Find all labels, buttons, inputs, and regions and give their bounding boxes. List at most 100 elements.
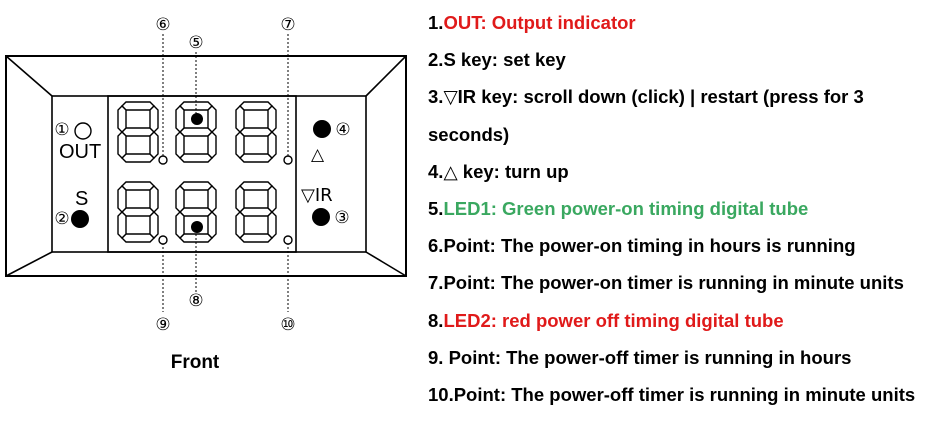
digit-segment: [239, 101, 273, 111]
marker-9: ⑨: [155, 315, 170, 335]
legend-text: △ key: turn up: [443, 160, 569, 182]
seven-segment-digit: [235, 101, 277, 163]
outer-housing: [5, 55, 407, 277]
digit-segment: [149, 131, 159, 159]
digit-segment: [121, 153, 155, 163]
front-panel-diagram: OUT S △ ▽IR ① ② ③ ④ ⑤ ⑥ ⑦ ⑧ ⑨ ⑩: [5, 15, 407, 335]
legend-item: 6.Point: The power-on timing in hours is…: [428, 227, 950, 264]
digit-segment: [175, 131, 185, 159]
digit-group: [117, 101, 277, 243]
marker-8: ⑧: [188, 291, 203, 311]
digit-segment: [121, 207, 155, 217]
legend-number: 10.: [428, 384, 454, 406]
legend-text: Point: The power-off timer is running in…: [448, 346, 852, 368]
digit-segment: [179, 153, 213, 163]
digit-segment: [267, 211, 277, 239]
digit-segment: [121, 181, 155, 191]
digit-segment: [239, 207, 273, 217]
point-indicator-10: [283, 235, 293, 245]
digit-segment: [207, 105, 217, 133]
digit-segment: [149, 211, 159, 239]
marker-3: ③: [334, 208, 349, 228]
digit-segment: [235, 105, 245, 133]
digit-segment: [117, 211, 127, 239]
legend-number: 9.: [428, 346, 449, 368]
led1-green-dot: [191, 113, 203, 125]
digit-segment: [175, 105, 185, 133]
front-caption: Front: [170, 352, 220, 373]
legend-number: 2.: [428, 49, 444, 71]
legend-number: 8.: [428, 309, 444, 331]
bezel-line: [5, 55, 53, 97]
legend-highlight: LED1: Green power-on timing digital tube: [443, 198, 809, 220]
digit-segment: [175, 211, 185, 239]
legend-item: 1.OUT: Output indicator: [428, 4, 950, 41]
digit-segment: [207, 211, 217, 239]
digit-segment: [121, 233, 155, 243]
up-key-label: △: [311, 145, 325, 165]
legend-text: S key: set key: [443, 49, 566, 71]
marker-1: ①: [54, 120, 69, 140]
legend-number: 1.: [428, 12, 444, 33]
bezel-line: [5, 251, 53, 277]
seven-segment-digit: [175, 101, 217, 163]
seven-segment-digit: [175, 181, 217, 243]
legend-text: Point: The power-off timer is running in…: [453, 384, 916, 406]
digit-segment: [239, 127, 273, 137]
out-label: OUT: [59, 141, 101, 163]
marker-7: ⑦: [280, 15, 295, 35]
legend-number: 7.: [428, 272, 444, 294]
digit-segment: [235, 131, 245, 159]
legend-item: 10.Point: The power-off timer is running…: [428, 376, 950, 413]
legend-item: 2.S key: set key: [428, 41, 950, 78]
legend-number: 5.: [428, 198, 444, 220]
legend-item: 8.LED2: red power off timing digital tub…: [428, 302, 950, 339]
digit-segment: [117, 185, 127, 213]
marker-4: ④: [335, 120, 350, 140]
legend-highlight: OUT: Output indicator: [443, 12, 636, 33]
s-key-button[interactable]: [71, 210, 89, 228]
digit-segment: [235, 185, 245, 213]
digit-segment: [267, 185, 277, 213]
digit-segment: [235, 211, 245, 239]
digit-segment: [121, 127, 155, 137]
seven-segment-digit: [117, 181, 159, 243]
point-indicator-6: [158, 155, 168, 165]
led2-red-dot: [191, 221, 203, 233]
digit-segment: [239, 181, 273, 191]
display-area: [107, 95, 297, 253]
s-key-label: S: [75, 188, 88, 210]
marker-5: ⑤: [188, 33, 203, 53]
digit-segment: [117, 105, 127, 133]
seven-segment-digit: [235, 181, 277, 243]
up-key-button[interactable]: [313, 120, 331, 138]
digit-segment: [149, 105, 159, 133]
legend-item: 3.▽IR key: scroll down (click) | restart…: [428, 78, 950, 152]
digit-segment: [117, 131, 127, 159]
legend-item: 9. Point: The power-off timer is running…: [428, 339, 950, 376]
digit-segment: [175, 185, 185, 213]
legend-text: ▽IR key: scroll down (click) | restart (…: [428, 86, 864, 145]
legend-item: 5.LED1: Green power-on timing digital tu…: [428, 190, 950, 227]
marker-6: ⑥: [155, 15, 170, 35]
down-ir-key-button[interactable]: [312, 208, 330, 226]
legend-text: Point: The power-on timer is running in …: [443, 272, 904, 294]
legend-item: 7.Point: The power-on timer is running i…: [428, 264, 950, 301]
digit-segment: [267, 131, 277, 159]
digit-segment: [239, 233, 273, 243]
seven-segment-digit: [117, 101, 159, 163]
legend-number: 3.: [428, 86, 444, 108]
marker-10: ⑩: [280, 315, 295, 335]
bezel-line: [365, 55, 407, 97]
point-indicator-9: [158, 235, 168, 245]
digit-segment: [239, 153, 273, 163]
legend-highlight: LED2: red power off timing digital tube: [443, 309, 784, 331]
digit-segment: [207, 131, 217, 159]
digit-segment: [149, 185, 159, 213]
digit-segment: [179, 207, 213, 217]
legend-number: 6.: [428, 235, 444, 257]
legend-item: 4.△ key: turn up: [428, 153, 950, 190]
digit-segment: [179, 127, 213, 137]
out-indicator: [74, 122, 92, 140]
